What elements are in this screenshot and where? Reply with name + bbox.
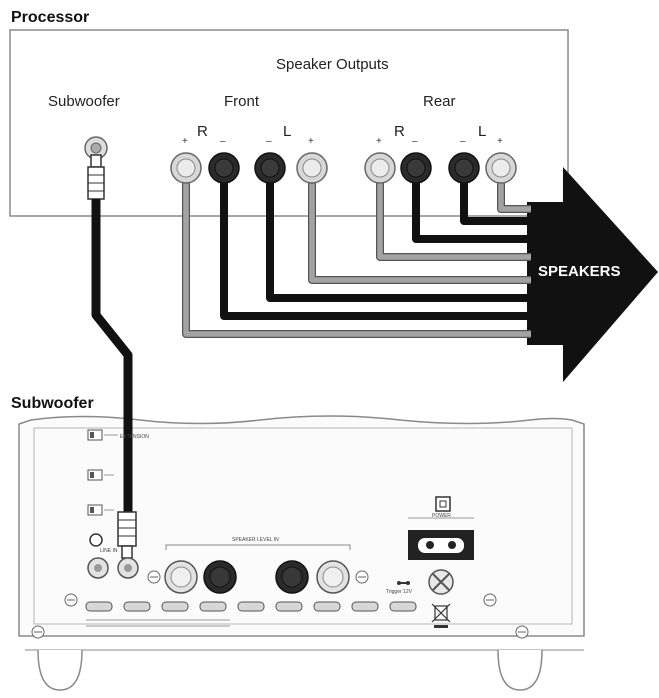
sub-in-r-plus-terminal (164, 560, 198, 594)
power-inlet (408, 530, 474, 560)
rear-r-minus-terminal (400, 152, 432, 184)
rear-r-minus-sign: – (412, 136, 418, 147)
rear-l-label: L (478, 123, 487, 140)
front-l-plus-terminal (296, 152, 328, 184)
front-r-minus-terminal (208, 152, 240, 184)
rear-r-plus-terminal (364, 152, 396, 184)
rear-r-plus-sign: + (376, 136, 382, 147)
front-l-label: L (283, 123, 292, 140)
power-label: POWER (432, 513, 451, 519)
left-foot (37, 649, 83, 691)
dip-switch-1 (87, 429, 103, 441)
front-r-plus-sign: + (182, 136, 188, 147)
rear-l-minus-terminal (448, 152, 480, 184)
cable-rear-r-minus (412, 168, 531, 243)
cable-rear-l-minus (460, 168, 531, 225)
power-switch-icon (435, 496, 451, 512)
front-l-plus-sign: + (308, 136, 314, 147)
dip-switch-2 (87, 469, 103, 481)
line-in-jack-top (89, 533, 103, 547)
front-l-minus-terminal (254, 152, 286, 184)
line-in-label: LINE IN (100, 548, 118, 554)
trigger-label: Trigger 12V (386, 589, 412, 595)
rear-l-minus-sign: – (460, 136, 466, 147)
fine-print-lines (86, 434, 474, 627)
cable-front-l-minus (266, 168, 531, 302)
front-label: Front (224, 93, 260, 110)
subwoofer-title: Subwoofer (11, 395, 94, 412)
subwoofer-output-label: Subwoofer (48, 93, 120, 110)
dip-switch-3 (87, 504, 103, 516)
processor-title: Processor (11, 9, 90, 26)
speaker-level-in-label: SPEAKER LEVEL IN (232, 537, 279, 543)
rear-label: Rear (423, 93, 456, 110)
front-r-label: R (197, 123, 208, 140)
weee-bin-icon (431, 603, 451, 628)
front-r-plus-terminal (170, 152, 202, 184)
speaker-outputs-label: Speaker Outputs (276, 56, 389, 73)
sub-in-r-minus-terminal (203, 560, 237, 594)
fuse-holder (428, 569, 454, 595)
rear-r-label: R (394, 123, 405, 140)
speaker-level-bracket (165, 544, 351, 550)
front-l-minus-sign: – (266, 136, 272, 147)
rear-l-plus-terminal (485, 152, 517, 184)
speakers-arrow (527, 167, 658, 382)
subwoofer-rca-cable (84, 136, 137, 559)
extension-label: EXTENSION (120, 434, 149, 440)
trigger-jack (397, 581, 410, 585)
subwoofer-inner-panel (33, 427, 573, 625)
rear-l-plus-sign: + (497, 136, 503, 147)
sub-in-l-plus-terminal (316, 560, 350, 594)
right-foot (497, 649, 543, 691)
speakers-label: SPEAKERS (538, 263, 621, 280)
sub-in-l-minus-terminal (275, 560, 309, 594)
front-r-minus-sign: – (220, 136, 226, 147)
vent-slots (85, 601, 417, 612)
cable-front-r-minus (220, 168, 531, 320)
